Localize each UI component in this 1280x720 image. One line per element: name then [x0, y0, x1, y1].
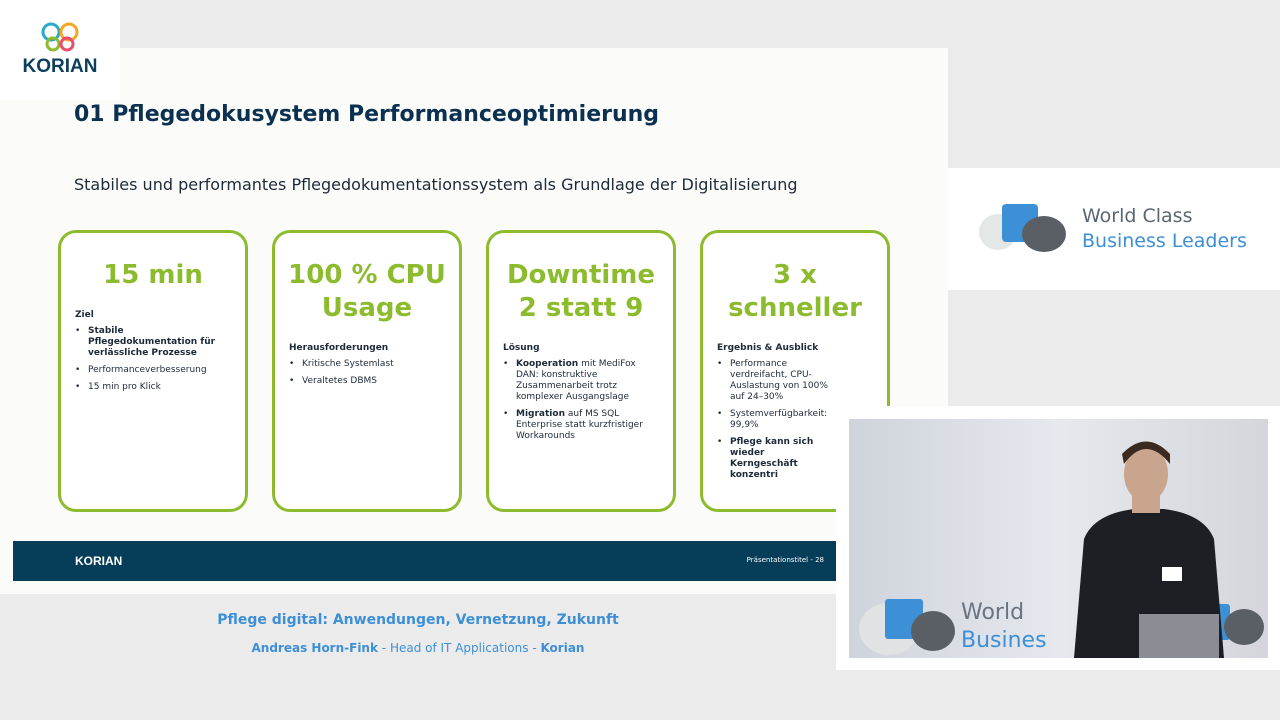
kpi-line: 100 % CPU [288, 260, 446, 290]
list-item: Veraltetes DBMS [289, 376, 445, 387]
separator: - [528, 641, 541, 655]
list-item: Systemverfügbarkeit: 99,9% [717, 409, 829, 431]
speaker-video[interactable]: World Busines [836, 406, 1280, 670]
separator: - [377, 641, 390, 655]
brand-line1: World Class [1082, 205, 1193, 227]
speaker-caption: Andreas Horn-Fink - Head of IT Applicati… [0, 641, 836, 655]
list-item: Pflege kann sich wieder Kerngeschäft kon… [717, 437, 829, 481]
list-item: Kooperation mit MediFox DAN: konstruktiv… [503, 359, 659, 403]
speaker-role: Head of IT Applications [389, 641, 529, 655]
kpi-line: Downtime [506, 260, 656, 290]
presentation-slide: 01 Pflegedokusystem Performanceoptimieru… [0, 48, 948, 594]
card-heading: Ergebnis & Ausblick [717, 343, 819, 353]
logo-text: KORIAN [22, 56, 98, 77]
slide-subtitle: Stabiles und performantes Pflegedokument… [74, 175, 798, 194]
kpi-line: 2 statt 9 [518, 293, 644, 323]
kpi-line: schneller [728, 293, 862, 323]
speaker-name: Andreas Horn-Fink [251, 641, 378, 655]
kpi-card: 100 % CPUUsageHerausforderungenKritische… [272, 230, 462, 512]
brand-line2: Business Leaders [1082, 230, 1247, 252]
card-heading: Lösung [503, 343, 540, 353]
kpi-card: 15 minZielStabile Pflegedokumentation fü… [58, 230, 248, 512]
speaker-person [1074, 441, 1224, 658]
list-item: Migration auf MS SQL Enterprise statt ku… [503, 409, 659, 442]
video-feed: World Busines [849, 419, 1268, 658]
slide-title: 01 Pflegedokusystem Performanceoptimieru… [74, 102, 660, 127]
list-item: Kritische Systemlast [289, 359, 445, 370]
kpi-line: 15 min [103, 260, 203, 290]
list-item: Performanceverbesserung [75, 365, 231, 376]
footer-text: Präsentationstitel - 28 [746, 556, 824, 564]
kpi-line: Usage [321, 293, 413, 323]
speaker-scene: World Busines [859, 441, 1264, 658]
list-item: Performance verdreifacht, CPU-Auslastung… [717, 359, 829, 403]
kpi-line: 3 x [773, 260, 817, 290]
card-heading: Ziel [75, 310, 94, 320]
slide-footer: KORIAN Präsentationstitel - 28 [13, 541, 848, 581]
speaker-company: Korian [540, 641, 585, 655]
list-item: 15 min pro Klick [75, 382, 231, 393]
session-title: Pflege digital: Anwendungen, Vernetzung,… [217, 612, 619, 628]
banner-line1: World [961, 600, 1024, 625]
list-item: Stabile Pflegedokumentation für verlässl… [75, 326, 231, 359]
butterfly-icon [41, 22, 79, 52]
korian-logo: KORIAN [0, 0, 120, 100]
card-heading: Herausforderungen [289, 343, 389, 353]
speech-bubbles-icon [979, 204, 1066, 252]
kpi-value: 15 min [61, 259, 245, 292]
footer-logo: KORIAN [75, 554, 123, 568]
banner-line2: Busines [961, 628, 1047, 653]
